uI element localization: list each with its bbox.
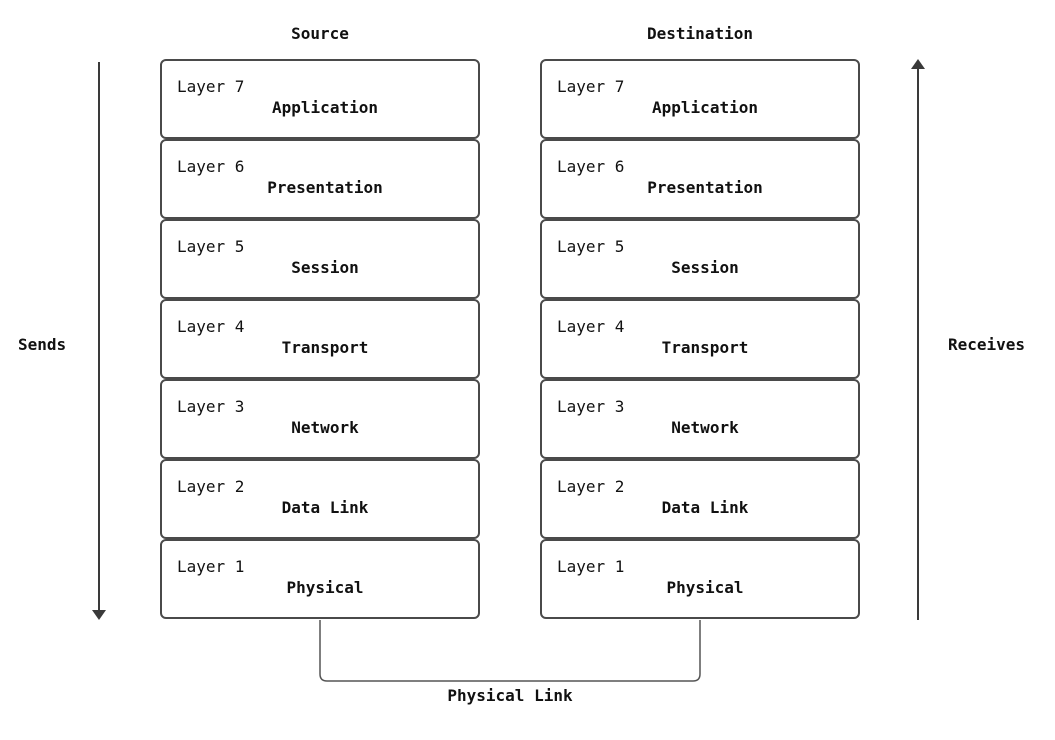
source-layer-6: Layer 6 Presentation [160,139,480,219]
layer-number: Layer 3 [557,397,625,416]
destination-layer-5: Layer 5 Session [540,219,860,299]
receives-label: Receives [948,335,1026,354]
source-layer-5: Layer 5 Session [160,219,480,299]
sends-label: Sends [18,335,67,354]
layer-name: Presentation [647,178,763,197]
destination-stack: Layer 7 Application Layer 6 Presentation… [540,59,860,619]
layer-name: Network [671,418,739,437]
destination-layer-3: Layer 3 Network [540,379,860,459]
source-layer-3: Layer 3 Network [160,379,480,459]
layer-number: Layer 1 [557,557,625,576]
layer-number: Layer 4 [177,317,245,336]
layer-number: Layer 6 [557,157,625,176]
layer-name: Transport [661,338,749,357]
physical-link-label: Physical Link [447,686,573,705]
source-layer-4: Layer 4 Transport [160,299,480,379]
layer-name: Data Link [661,498,749,517]
layer-name: Session [291,258,359,277]
layer-number: Layer 3 [177,397,245,416]
layer-number: Layer 5 [177,237,245,256]
layer-number: Layer 2 [177,477,245,496]
layer-number: Layer 1 [177,557,245,576]
source-layer-1: Layer 1 Physical [160,539,480,619]
layer-name: Network [291,418,359,437]
layer-name: Application [652,98,758,117]
destination-layer-1: Layer 1 Physical [540,539,860,619]
layer-number: Layer 2 [557,477,625,496]
destination-header: Destination [647,24,753,43]
physical-link-connector [319,620,701,682]
layer-number: Layer 6 [177,157,245,176]
source-layer-2: Layer 2 Data Link [160,459,480,539]
layer-name: Physical [286,578,364,597]
destination-layer-6: Layer 6 Presentation [540,139,860,219]
destination-layer-4: Layer 4 Transport [540,299,860,379]
layer-number: Layer 4 [557,317,625,336]
source-header: Source [291,24,349,43]
layer-number: Layer 7 [177,77,245,96]
source-stack: Layer 7 Application Layer 6 Presentation… [160,59,480,619]
destination-layer-2: Layer 2 Data Link [540,459,860,539]
layer-number: Layer 5 [557,237,625,256]
layer-name: Application [272,98,378,117]
destination-layer-7: Layer 7 Application [540,59,860,139]
layer-name: Transport [281,338,369,357]
layer-name: Presentation [267,178,383,197]
layer-name: Session [671,258,739,277]
layer-name: Data Link [281,498,369,517]
layer-name: Physical [666,578,744,597]
source-layer-7: Layer 7 Application [160,59,480,139]
layer-number: Layer 7 [557,77,625,96]
